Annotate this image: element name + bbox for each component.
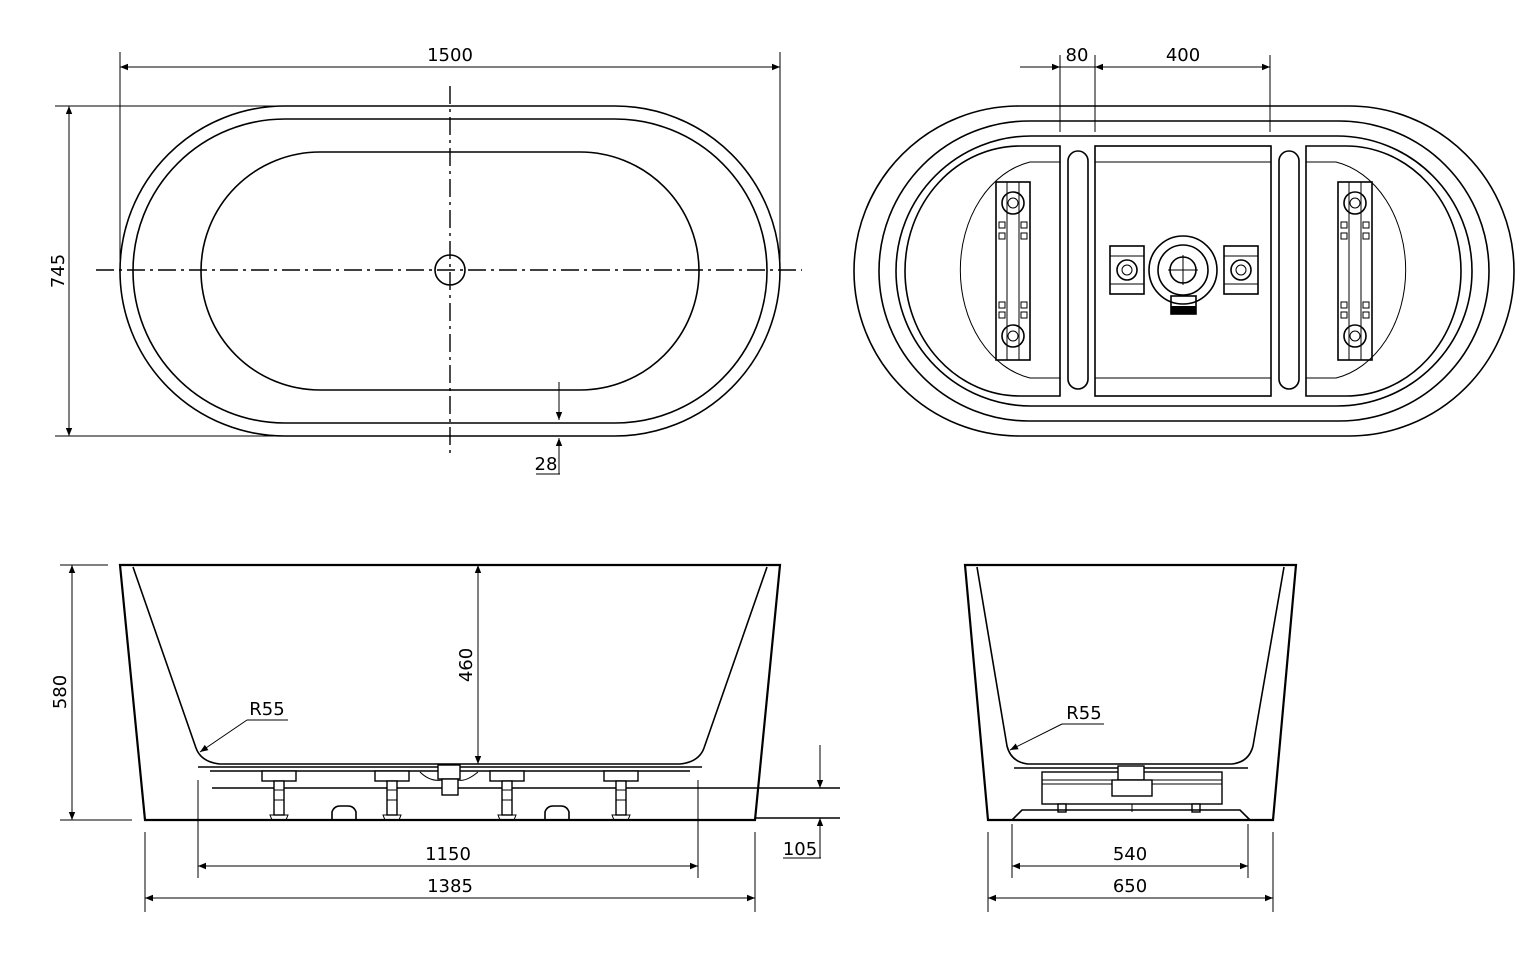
- right-slot: [1278, 150, 1300, 390]
- bottom-rim-outline: [878, 120, 1490, 422]
- dimension-rim: 28: [535, 382, 563, 475]
- dimension-spacing-label: 400: [1166, 45, 1200, 66]
- left-support-plate: [904, 145, 1061, 397]
- waste-mid-ring: [1157, 244, 1209, 296]
- dimension-rim-label: 28: [535, 454, 558, 475]
- right-feet-rail: [1337, 181, 1373, 361]
- bottom-view: 80 400: [853, 45, 1515, 437]
- dimension-offset: 80 400: [1020, 45, 1271, 132]
- dimension-inner-width-label: 540: [1113, 844, 1147, 865]
- dimension-inner-width: 540: [1011, 824, 1249, 878]
- dimension-feet-height: 105: [783, 745, 824, 860]
- dimension-base-length: 1385: [144, 832, 756, 912]
- waste-outer-ring: [1148, 235, 1218, 305]
- front-foot-4: [603, 770, 639, 821]
- front-foot-1: [261, 770, 297, 821]
- dimension-radius-front-label: R55: [249, 699, 284, 720]
- dimension-feet-height-label: 105: [783, 839, 817, 860]
- side-view: R55 540 650: [963, 563, 1298, 912]
- dimension-depth-label: 460: [456, 648, 477, 682]
- side-inner-basin: [976, 566, 1285, 765]
- dimension-radius-side: R55: [1009, 703, 1104, 751]
- left-slot: [1067, 150, 1089, 390]
- front-waste-trap: [419, 764, 479, 796]
- left-feet-rail: [995, 181, 1031, 361]
- dimension-inner-length-label: 1150: [425, 844, 471, 865]
- bottom-inner-outline: [895, 135, 1473, 407]
- dimension-width-label: 745: [48, 254, 69, 288]
- right-support-plate-inner: [1306, 161, 1407, 379]
- front-foot-2: [374, 770, 410, 821]
- dimension-height: 580: [50, 564, 132, 821]
- dimension-radius-front: R55: [199, 699, 288, 753]
- front-outer-shell: [118, 563, 782, 822]
- top-view: 1500 745 28: [48, 45, 802, 475]
- dimension-base-width-label: 650: [1113, 876, 1147, 897]
- left-support-plate-inner: [959, 161, 1060, 379]
- side-under-frame: [1011, 765, 1251, 821]
- dimension-width: 745: [48, 105, 290, 437]
- dimension-base-width: 650: [987, 832, 1274, 912]
- dimension-length-label: 1500: [427, 45, 473, 66]
- bottom-outer-outline: [853, 105, 1515, 437]
- side-outer-shell: [963, 563, 1298, 822]
- front-view: 580 460 R55 105 1150: [50, 563, 840, 912]
- front-foot-3: [489, 770, 525, 821]
- front-inner-basin: [132, 566, 768, 765]
- dimension-base-length-label: 1385: [427, 876, 473, 897]
- dimension-radius-side-label: R55: [1066, 703, 1101, 724]
- center-right-mount: [1223, 245, 1259, 295]
- dimension-offset-label: 80: [1066, 45, 1089, 66]
- dimension-inner-length: 1150: [197, 780, 699, 878]
- right-support-plate: [1305, 145, 1462, 397]
- front-base-handle-right: [544, 805, 570, 820]
- dimension-depth: 460: [456, 565, 482, 764]
- center-plate: [1094, 145, 1272, 397]
- dimension-length: 1500: [119, 45, 781, 260]
- front-base-handle-left: [331, 805, 357, 820]
- dimension-height-label: 580: [50, 675, 71, 709]
- center-left-mount: [1109, 245, 1145, 295]
